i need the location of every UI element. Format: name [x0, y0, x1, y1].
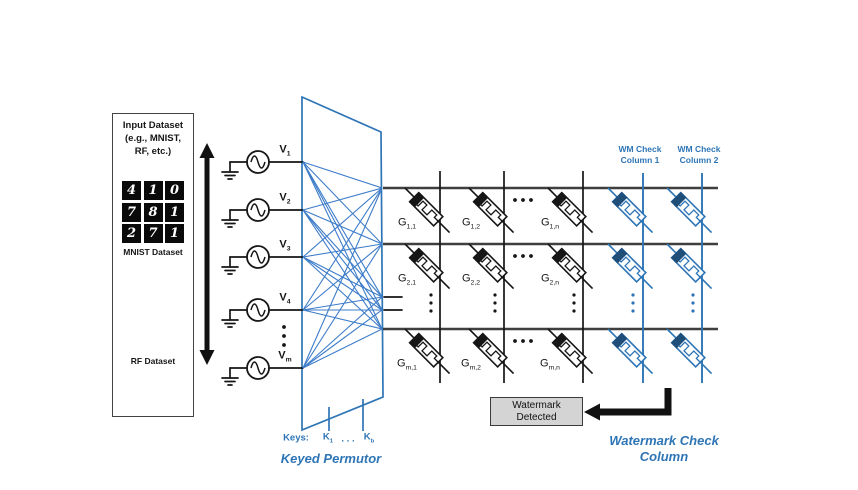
ellipsis-icon — [493, 293, 497, 313]
permutation-line — [302, 161, 383, 245]
mnist-digit: 1 — [165, 224, 184, 243]
mnist-digit: 2 — [122, 224, 141, 243]
permutation-line — [302, 209, 383, 298]
mnist-digit: 8 — [143, 202, 163, 222]
source-label-v3: V3 — [279, 238, 291, 253]
permutation-line — [302, 209, 383, 330]
permutation-line — [302, 296, 383, 369]
voltage-source-icon — [221, 198, 304, 228]
permutation-line — [302, 328, 383, 369]
ellipsis-icon — [513, 339, 533, 343]
g-label-m2: Gm,2 — [461, 357, 481, 372]
input-dataset-title: Input Dataset (e.g., MNIST, RF, etc.) — [122, 120, 184, 157]
mnist-digit-grid: 4 1 0 7 8 1 2 7 1 — [122, 181, 184, 243]
permutation-line — [302, 187, 383, 258]
permutation-line — [302, 187, 383, 311]
double-arrow-icon — [199, 143, 215, 365]
rf-dataset-label: RF Dataset — [130, 356, 176, 366]
permutation-line — [302, 243, 383, 258]
permutation-line — [302, 161, 383, 298]
permutor-shape — [301, 95, 384, 432]
l-arrow-icon — [584, 388, 672, 421]
ellipsis-icon — [513, 198, 533, 202]
mnist-digit: 1 — [143, 181, 163, 200]
permutation-line — [302, 187, 383, 211]
wm-memristor-icon — [602, 238, 658, 294]
keyb-label: Kb — [363, 431, 375, 445]
g-label-11: G1,1 — [397, 216, 417, 231]
key1-label: K1 — [322, 431, 334, 445]
mnist-digit: 7 — [122, 202, 141, 222]
g-label-21: G2,1 — [397, 272, 417, 287]
g-label-12: G1,2 — [461, 216, 481, 231]
ellipsis-icon — [429, 293, 433, 313]
source-label-v4: V4 — [279, 291, 291, 306]
source-label-vm: Vm — [278, 349, 292, 364]
source-label-v2: V2 — [279, 191, 291, 206]
permutation-line — [302, 209, 383, 245]
wm-memristor-icon — [661, 323, 717, 379]
permutation-line — [302, 209, 383, 311]
permutation-line — [302, 296, 383, 311]
source-label-v1: V1 — [279, 143, 291, 158]
keys-label: Keys: — [283, 432, 309, 444]
row-stub-lines — [383, 296, 403, 311]
permutation-line — [302, 256, 383, 330]
mnist-digit: 1 — [165, 202, 184, 222]
voltage-source-icon — [221, 150, 304, 180]
permutation-line — [302, 309, 383, 369]
wm-memristor-icon — [661, 182, 717, 238]
ellipsis-icon — [282, 325, 286, 347]
ellipsis-icon — [513, 254, 533, 258]
keyed-permutor-caption: Keyed Permutor — [280, 451, 382, 466]
keys-ellipsis: . . . — [341, 433, 355, 445]
voltage-source-icon — [221, 298, 304, 328]
permutation-line — [302, 161, 383, 189]
ellipsis-icon — [572, 293, 576, 313]
permutation-line — [302, 243, 383, 369]
voltage-source-icon — [221, 245, 304, 275]
g-label-m1: Gm,1 — [397, 357, 417, 372]
ellipsis-icon — [691, 293, 695, 313]
watermark-detected-box: Watermark Detected — [490, 397, 583, 426]
permutation-line — [302, 161, 383, 311]
voltage-source-icon — [221, 356, 304, 386]
mnist-dataset-label: MNIST Dataset — [123, 247, 183, 257]
wm-memristor-icon — [602, 323, 658, 379]
mnist-digit: 0 — [165, 181, 184, 200]
mnist-digit: 4 — [122, 181, 141, 200]
g-label-1n: G1,n — [540, 216, 560, 231]
ellipsis-icon — [631, 293, 635, 313]
permutation-line — [302, 309, 383, 330]
g-label-mn: Gm,n — [540, 357, 560, 372]
g-label-22: G2,2 — [461, 272, 481, 287]
permutation-line — [302, 256, 383, 311]
wm-memristor-icon — [661, 238, 717, 294]
permutation-line — [302, 187, 383, 369]
mnist-digit: 7 — [143, 224, 163, 243]
g-label-2n: G2,n — [540, 272, 560, 287]
input-dataset-box: Input Dataset (e.g., MNIST, RF, etc.) 4 … — [112, 113, 194, 417]
wm-memristor-icon — [602, 182, 658, 238]
